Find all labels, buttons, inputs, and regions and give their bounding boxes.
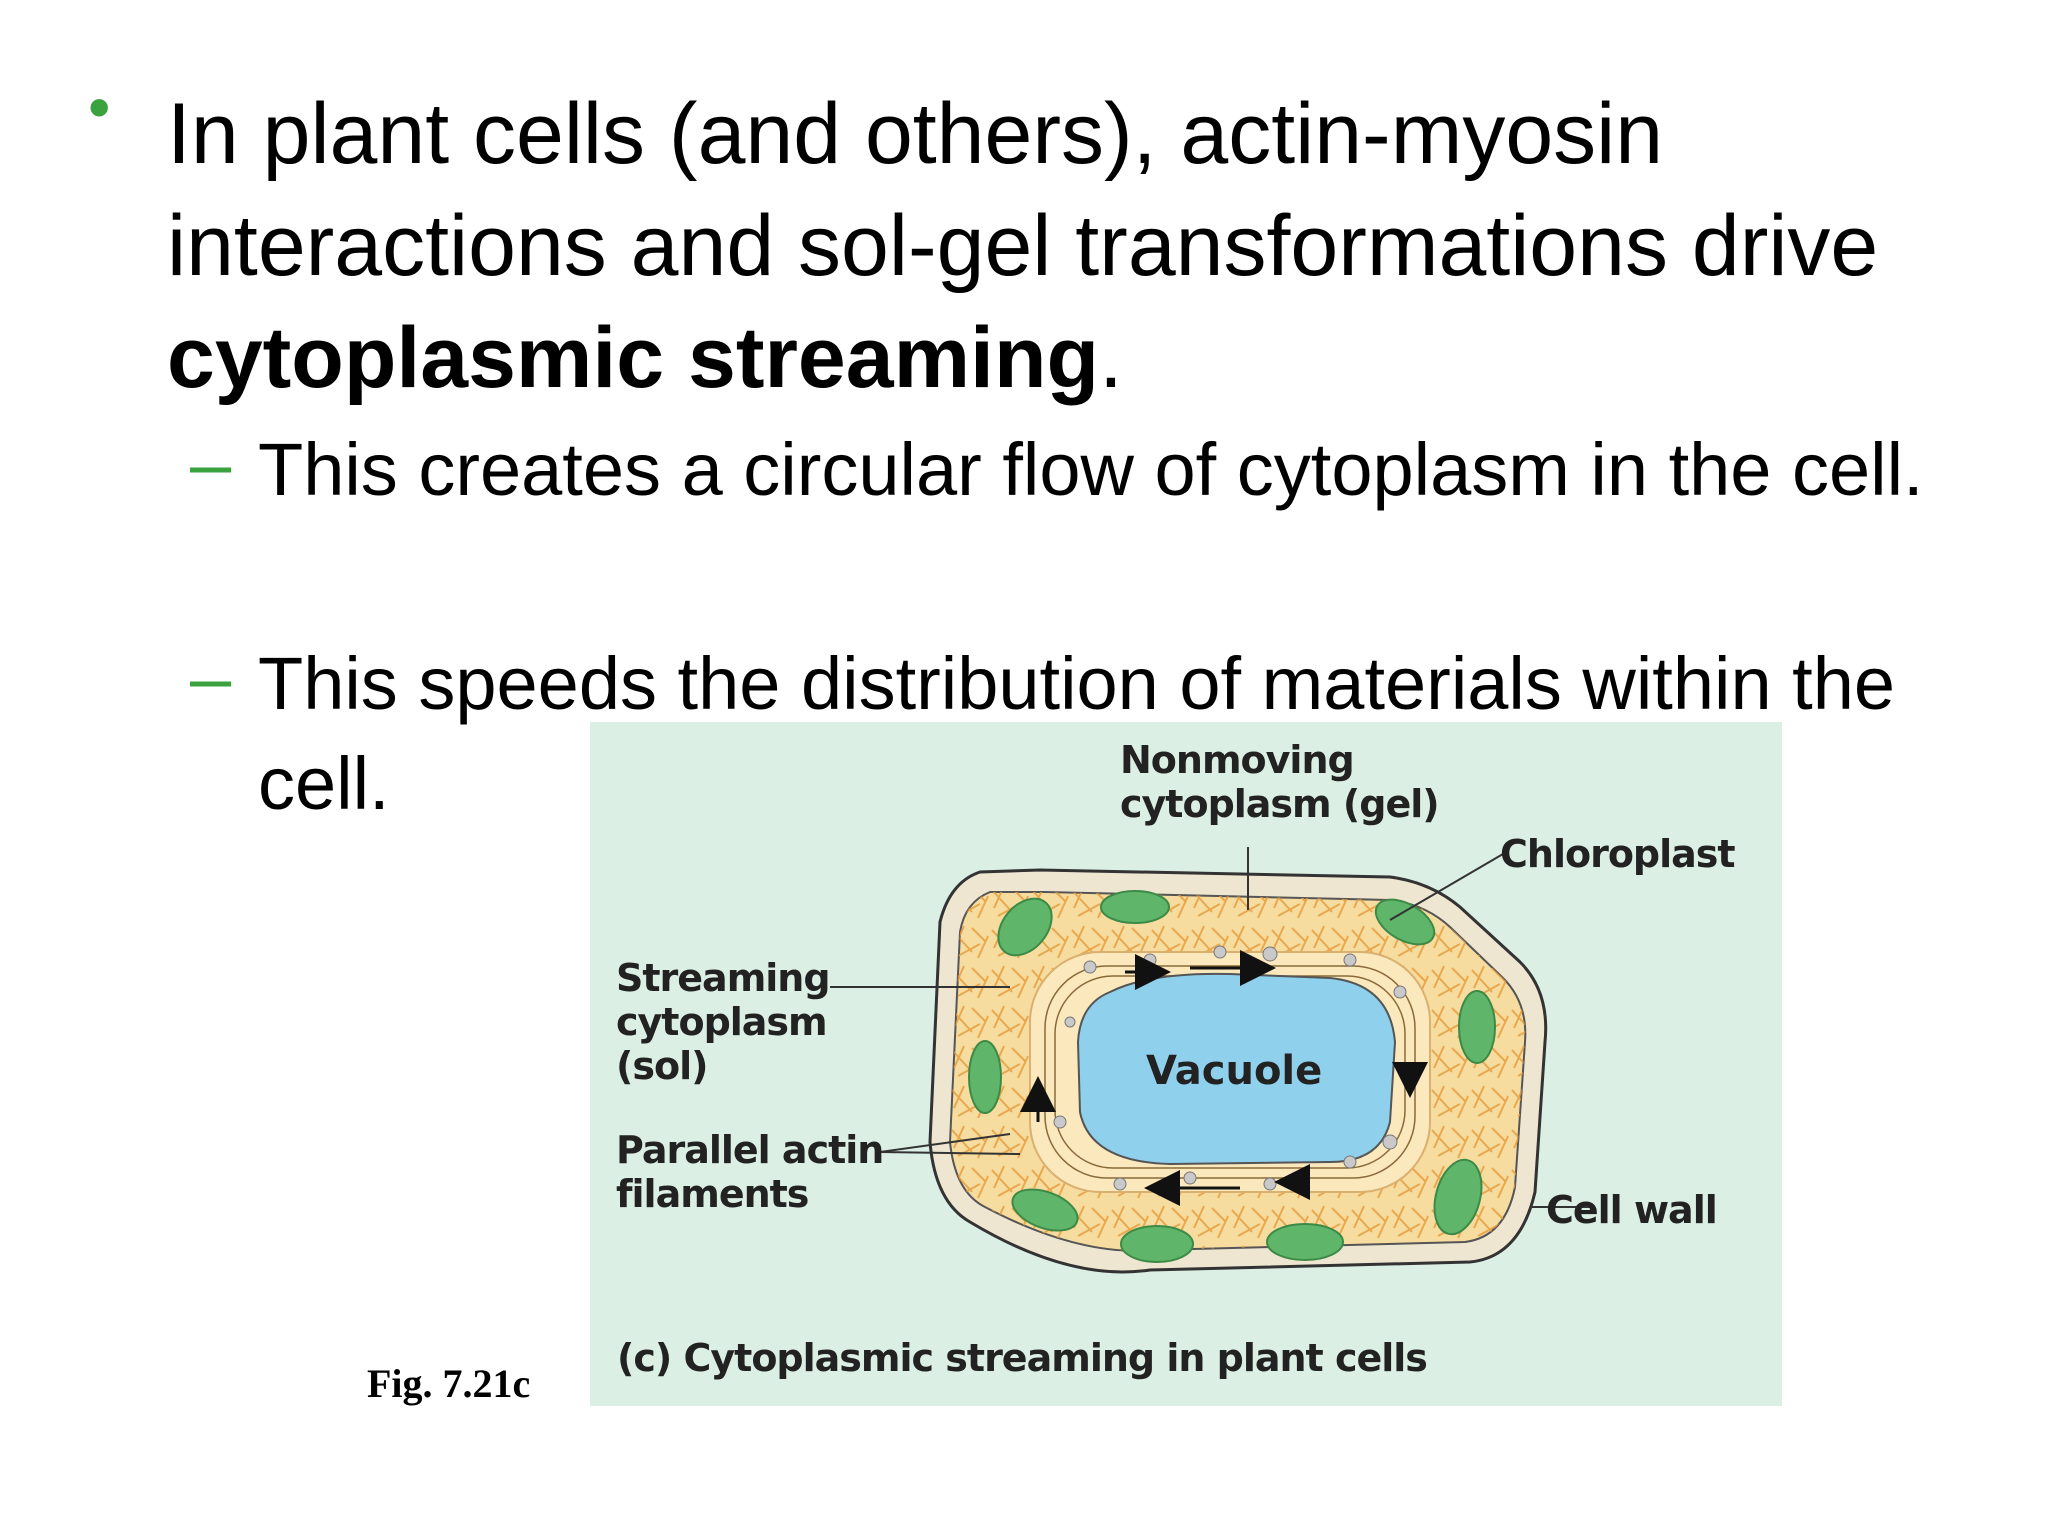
main-text-bold: cytoplasmic streaming	[167, 310, 1100, 406]
cell-wall-label: Cell wall	[1546, 1188, 1718, 1232]
chloroplast-label: Chloroplast	[1500, 832, 1736, 876]
vacuole	[1076, 972, 1397, 1166]
sub-bullet-2: This speeds the distribution of material…	[258, 642, 1896, 825]
figure-caption: (c) Cytoplasmic streaming in plant cells	[617, 1336, 1428, 1380]
main-text-end: .	[1099, 310, 1123, 406]
vacuole-label: Vacuole	[1146, 1048, 1323, 1094]
figure-number: Fig. 7.21c	[367, 1361, 531, 1406]
sub-bullet-dash-1: –	[190, 422, 232, 505]
sub-bullet-dash-2: –	[190, 636, 232, 719]
cell-diagram	[830, 847, 1595, 1274]
sub-bullet-1: This creates a circular flow of cytoplas…	[258, 428, 1924, 511]
streaming-cytoplasm-label: Streaming cytoplasm (sol)	[616, 956, 831, 1088]
main-bullet-text: In plant cells (and others), actin-myosi…	[167, 78, 1997, 414]
bullet-marker: •	[88, 71, 111, 143]
actin-filaments-label: Parallel actin filaments	[616, 1128, 884, 1216]
chloroplasts	[968, 890, 1496, 1263]
main-text-part: In plant cells (and others), actin-myosi…	[167, 86, 1879, 294]
cytoplasmic-streaming-figure: Nonmoving cytoplasm (gel) Chloroplast St…	[590, 722, 1782, 1406]
nonmoving-cytoplasm-label: Nonmoving cytoplasm (gel)	[1120, 738, 1440, 826]
